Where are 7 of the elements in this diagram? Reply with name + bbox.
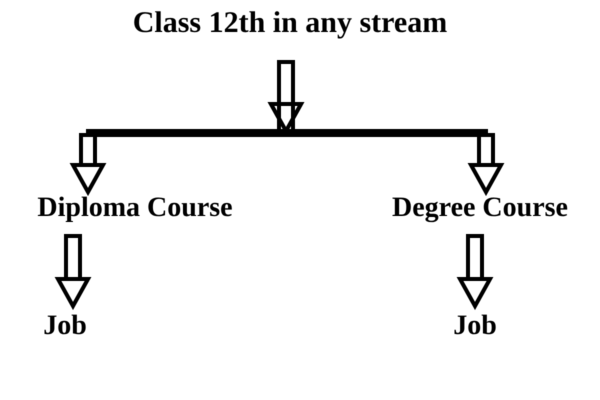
node-label: Job [453,310,497,342]
node-label: Job [43,310,87,342]
node-label: Diploma Course [37,192,233,224]
block-arrow [56,234,90,308]
block-arrow [458,234,492,308]
node-label: Degree Course [392,192,568,224]
node-label: Class 12th in any stream [132,6,448,40]
